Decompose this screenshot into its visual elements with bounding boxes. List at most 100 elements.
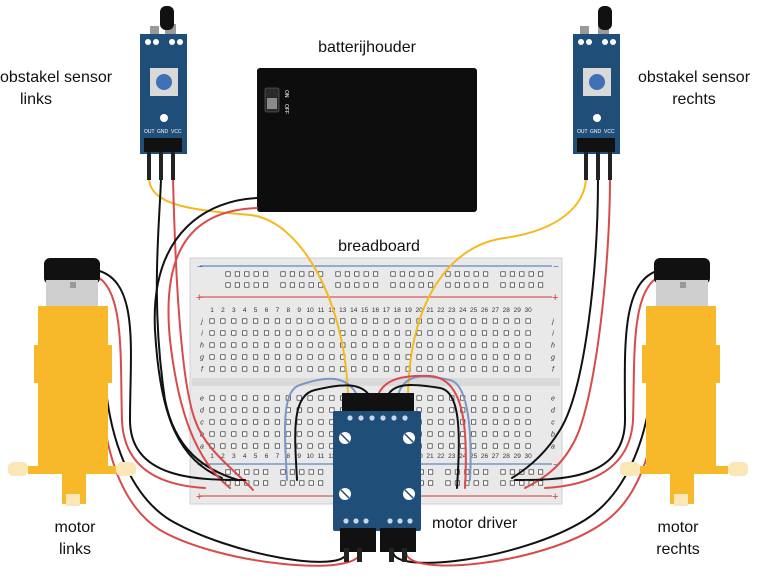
wire-black — [153, 197, 258, 479]
pin-label-vcc: VCC — [171, 129, 182, 135]
wire-red — [524, 177, 611, 489]
breadboard-hole — [231, 354, 237, 360]
breadboard-hole — [307, 431, 313, 437]
breadboard-hole — [274, 407, 280, 413]
breadboard-hole — [416, 395, 422, 401]
breadboard-hole — [242, 366, 248, 372]
label-sensor-left-line2: links — [20, 91, 52, 108]
breadboard-hole — [473, 271, 479, 277]
breadboard-hole — [253, 330, 259, 336]
breadboard-hole — [231, 318, 237, 324]
breadboard-hole — [296, 354, 302, 360]
breadboard-hole — [427, 318, 433, 324]
breadboard-label: 10 — [306, 307, 314, 314]
breadboard-hole — [296, 395, 302, 401]
breadboard-hole — [289, 271, 295, 277]
breadboard-hole — [481, 395, 488, 401]
breadboard-hole — [209, 395, 215, 401]
breadboard-label: 8 — [286, 453, 290, 460]
breadboard-hole — [307, 407, 313, 413]
breadboard-hole — [253, 366, 259, 372]
breadboard-hole — [449, 330, 455, 336]
breadboard-hole — [383, 354, 389, 360]
breadboard-hole — [274, 354, 280, 360]
breadboard-hole — [473, 469, 479, 475]
breadboard-label: i — [201, 331, 203, 338]
breadboard-hole — [318, 354, 324, 360]
breadboard-hole — [514, 395, 520, 401]
breadboard-hole — [449, 431, 455, 437]
breadboard-hole — [308, 282, 314, 288]
breadboard-label: 24 — [459, 453, 467, 460]
wire-red — [95, 275, 206, 489]
breadboard-hole — [394, 342, 400, 348]
breadboard-hole — [525, 407, 531, 413]
breadboard-hole — [460, 342, 466, 348]
breadboard-hole — [318, 419, 324, 425]
label-sensor-right-line1: obstakel sensor — [638, 69, 751, 86]
breadboard-hole — [318, 318, 324, 324]
breadboard-label: g — [551, 355, 555, 362]
breadboard-hole — [289, 282, 295, 288]
driver-pin-hole — [347, 415, 353, 421]
breadboard-hole — [299, 469, 305, 475]
breadboard-hole — [428, 271, 434, 277]
breadboard-hole — [220, 366, 226, 372]
breadboard-hole — [416, 354, 422, 360]
wire-black — [514, 269, 661, 481]
breadboard-hole — [253, 443, 259, 449]
breadboard-label: 24 — [459, 307, 467, 314]
breadboard-hole — [519, 480, 525, 486]
breadboard-hole — [335, 282, 341, 288]
rail-plus-sign: + — [196, 292, 202, 304]
breadboard-hole — [242, 330, 248, 336]
breadboard-hole — [481, 419, 488, 425]
breadboard-hole — [263, 318, 270, 324]
breadboard-hole — [500, 480, 506, 486]
breadboard-label: 25 — [470, 453, 478, 460]
label-battery-holder: batterijhouder — [318, 39, 417, 56]
breadboard-hole — [274, 419, 280, 425]
breadboard-hole — [428, 480, 434, 486]
breadboard-hole — [528, 469, 534, 475]
breadboard-hole — [274, 366, 280, 372]
breadboard-label: 25 — [470, 307, 478, 314]
breadboard-label: 17 — [383, 307, 391, 314]
breadboard-label: 29 — [514, 307, 522, 314]
rail-minus-sign: − — [553, 262, 559, 273]
breadboard-label: d — [200, 408, 205, 415]
breadboard-hole — [409, 282, 415, 288]
breadboard-hole — [503, 443, 509, 449]
breadboard-hole — [416, 366, 422, 372]
breadboard-label: d — [551, 408, 556, 415]
breadboard-hole — [340, 330, 346, 336]
wire-red — [544, 275, 661, 489]
wire-yellow — [148, 177, 349, 396]
breadboard-hole — [449, 419, 455, 425]
breadboard-hole — [427, 431, 433, 437]
breadboard-hole — [483, 480, 489, 486]
label-motor-left-line1: motor — [55, 519, 97, 536]
breadboard-hole — [538, 480, 544, 486]
breadboard-hole — [438, 318, 444, 324]
breadboard-hole — [263, 366, 270, 372]
breadboard-hole — [318, 395, 324, 401]
breadboard-hole — [500, 469, 506, 475]
breadboard-label: 2 — [221, 307, 225, 314]
breadboard-hole — [362, 342, 368, 348]
breadboard-hole — [427, 443, 433, 449]
breadboard-hole — [481, 366, 488, 372]
label-sensor-right-line2: rechts — [672, 91, 716, 108]
wires — [95, 177, 661, 567]
breadboard-hole — [308, 469, 314, 475]
wire-black — [95, 269, 246, 481]
breadboard-hole — [525, 366, 531, 372]
breadboard-label: 4 — [243, 307, 247, 314]
breadboard-hole — [362, 318, 368, 324]
driver-pin-hole — [391, 415, 397, 421]
breadboard-hole — [481, 330, 488, 336]
breadboard-hole — [492, 354, 498, 360]
breadboard-label: 14 — [350, 307, 358, 314]
switch-on-label: ON — [283, 90, 289, 98]
breadboard-hole — [394, 366, 400, 372]
